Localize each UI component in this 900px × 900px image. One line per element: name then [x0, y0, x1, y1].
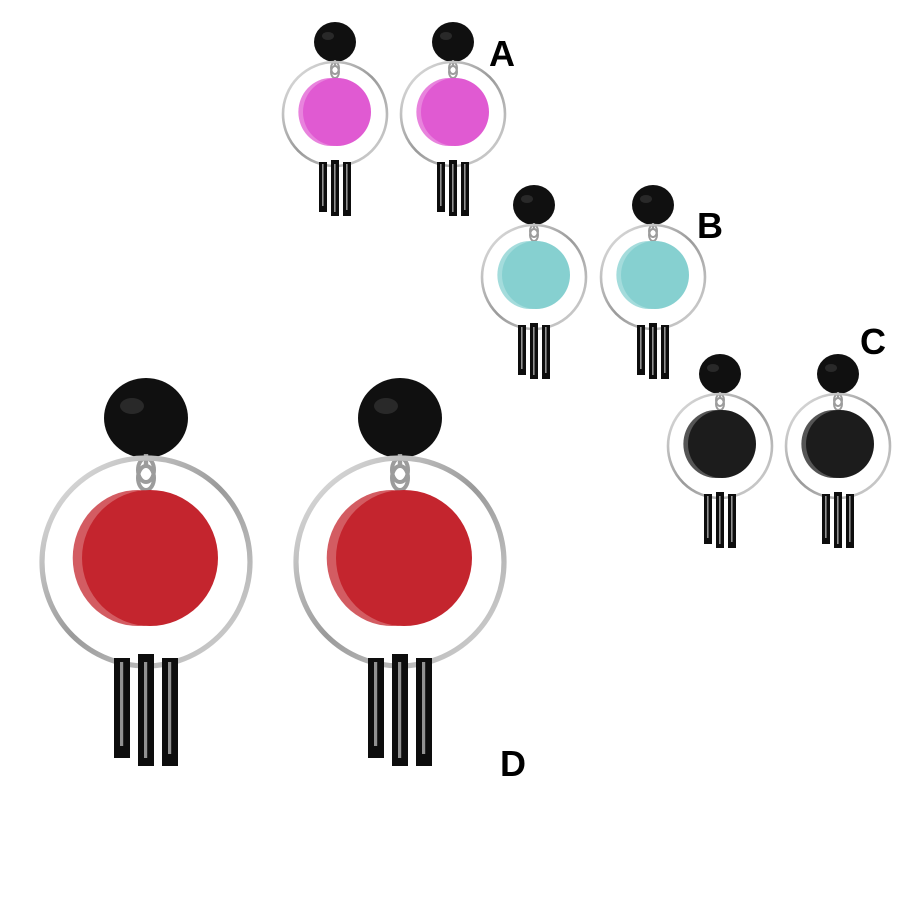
tassel-bar-shine [719, 496, 721, 544]
stud-highlight [707, 364, 719, 372]
disc-bail [330, 65, 340, 79]
variant-label-d: D [500, 743, 526, 784]
earring-d-2 [293, 378, 507, 766]
disc [621, 241, 689, 309]
disc [303, 78, 371, 146]
earring-a-1 [281, 22, 389, 216]
stud [432, 22, 474, 62]
earrings-layer [39, 22, 892, 766]
disc-bail [390, 464, 410, 492]
stud [104, 378, 188, 458]
tassel-bar-shine [168, 662, 172, 754]
tassel-bar-shine [464, 164, 466, 210]
variant-label-c: C [860, 321, 886, 362]
tassel-bar-shine [664, 327, 666, 373]
tassel-bar-shine [707, 496, 709, 538]
stud [632, 185, 674, 225]
stud [817, 354, 859, 394]
tassel-bar-shine [120, 662, 124, 746]
stud [314, 22, 356, 62]
earring-b-2 [599, 185, 707, 379]
stud-highlight [374, 398, 398, 414]
tassel-bar-shine [322, 164, 324, 206]
earring-d-1 [39, 378, 253, 766]
disc [421, 78, 489, 146]
disc-bail [136, 464, 156, 492]
tassel-bar-shine [652, 327, 654, 375]
disc-bail [448, 65, 458, 79]
tassel-bar-shine [825, 496, 827, 538]
disc [502, 241, 570, 309]
stud-highlight [322, 32, 334, 40]
tassel-bar-shine [144, 662, 148, 758]
stud-highlight [825, 364, 837, 372]
tassel-bar-shine [640, 327, 642, 369]
tassel-bar-shine [422, 662, 426, 754]
disc [336, 490, 472, 626]
tassel-bar-shine [533, 327, 535, 375]
tassel-bar-shine [545, 327, 547, 373]
stud [513, 185, 555, 225]
stud [358, 378, 442, 458]
tassel-bar-shine [731, 496, 733, 542]
earring-b-1 [480, 185, 588, 379]
disc-bail [715, 397, 725, 411]
variant-label-b: B [697, 205, 723, 246]
stud-highlight [640, 195, 652, 203]
stud-highlight [440, 32, 452, 40]
disc [82, 490, 218, 626]
tassel-bar-shine [346, 164, 348, 210]
variant-label-a: A [489, 33, 515, 74]
tassel-bar-shine [374, 662, 378, 746]
tassel-bar-shine [398, 662, 402, 758]
tassel-bar-shine [849, 496, 851, 542]
stud [699, 354, 741, 394]
disc [688, 410, 756, 478]
tassel-bar-shine [837, 496, 839, 544]
tassel-bar-shine [452, 164, 454, 212]
tassel-bar-shine [440, 164, 442, 206]
stud-highlight [120, 398, 144, 414]
earring-c-1 [666, 354, 774, 548]
stud-highlight [521, 195, 533, 203]
tassel-bar-shine [521, 327, 523, 369]
earring-a-2 [399, 22, 507, 216]
disc-bail [529, 228, 539, 242]
earring-c-2 [784, 354, 892, 548]
tassel-bar-shine [334, 164, 336, 212]
disc-bail [648, 228, 658, 242]
disc [806, 410, 874, 478]
disc-bail [833, 397, 843, 411]
